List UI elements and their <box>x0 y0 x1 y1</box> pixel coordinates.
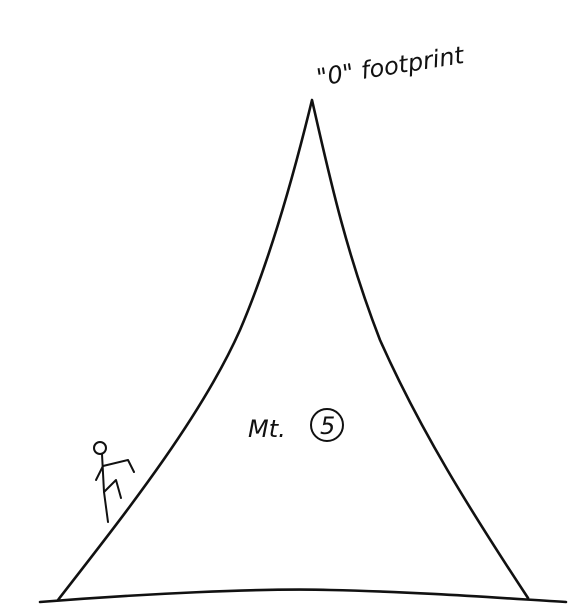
summit-label: "0" footprint <box>315 41 468 92</box>
climber-leg-back <box>104 492 108 522</box>
climber-head <box>94 442 106 454</box>
climber-body <box>102 454 104 492</box>
mountain-label-number: 5 <box>320 412 335 440</box>
mountain-outline <box>58 100 528 600</box>
climber-arm-back <box>96 466 103 480</box>
ground-line <box>40 590 566 602</box>
mountain-label-prefix: Mt. <box>248 415 286 443</box>
climber-leg-front <box>104 480 121 498</box>
climber-arm <box>103 460 134 472</box>
